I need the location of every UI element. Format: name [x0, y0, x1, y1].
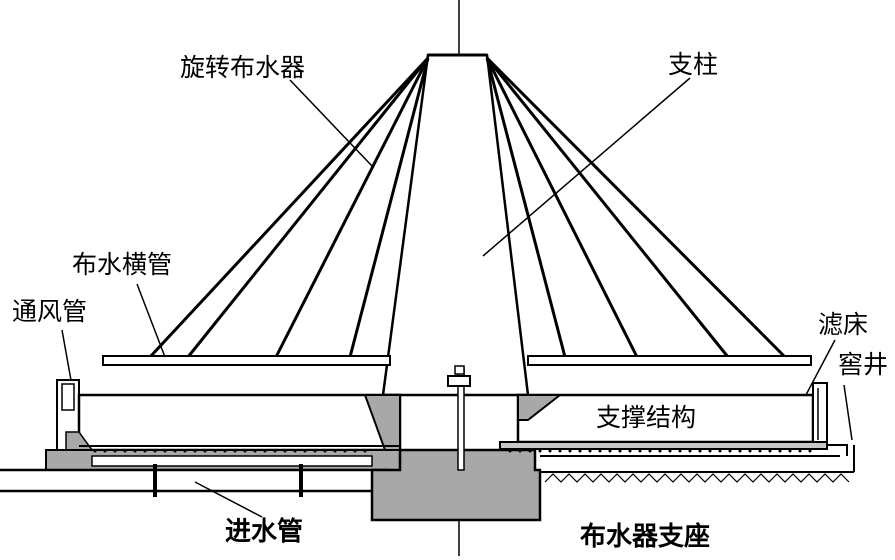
left-underdrain-dots — [93, 449, 367, 453]
label-distributor-base: 布水器支座 — [580, 522, 711, 552]
label-vent-pipe: 通风管 — [12, 297, 88, 326]
ground-hatching — [544, 473, 850, 483]
inlet-pipe-drawing — [0, 464, 410, 497]
right-filter-bed — [499, 382, 855, 473]
right-stay-cables — [485, 56, 787, 359]
right-horizontal-pipe — [527, 355, 812, 366]
left-horizontal-pipe — [102, 355, 391, 366]
left-stay-cables — [148, 56, 430, 359]
label-inlet-pipe: 进水管 — [225, 517, 304, 547]
leader-lines — [61, 77, 853, 518]
distributor-base-drawing — [370, 365, 542, 522]
right-underdrain-dots — [508, 449, 812, 453]
label-rotating-distributor: 旋转布水器 — [180, 53, 306, 82]
label-horizontal-pipe: 布水横管 — [72, 250, 173, 279]
label-filter-bed: 滤床 — [818, 310, 869, 339]
label-support-structure: 支撑结构 — [596, 403, 697, 432]
label-cellar-well: 窖井 — [838, 350, 889, 379]
label-support-column: 支柱 — [668, 50, 719, 79]
left-filter-bed — [45, 379, 402, 471]
